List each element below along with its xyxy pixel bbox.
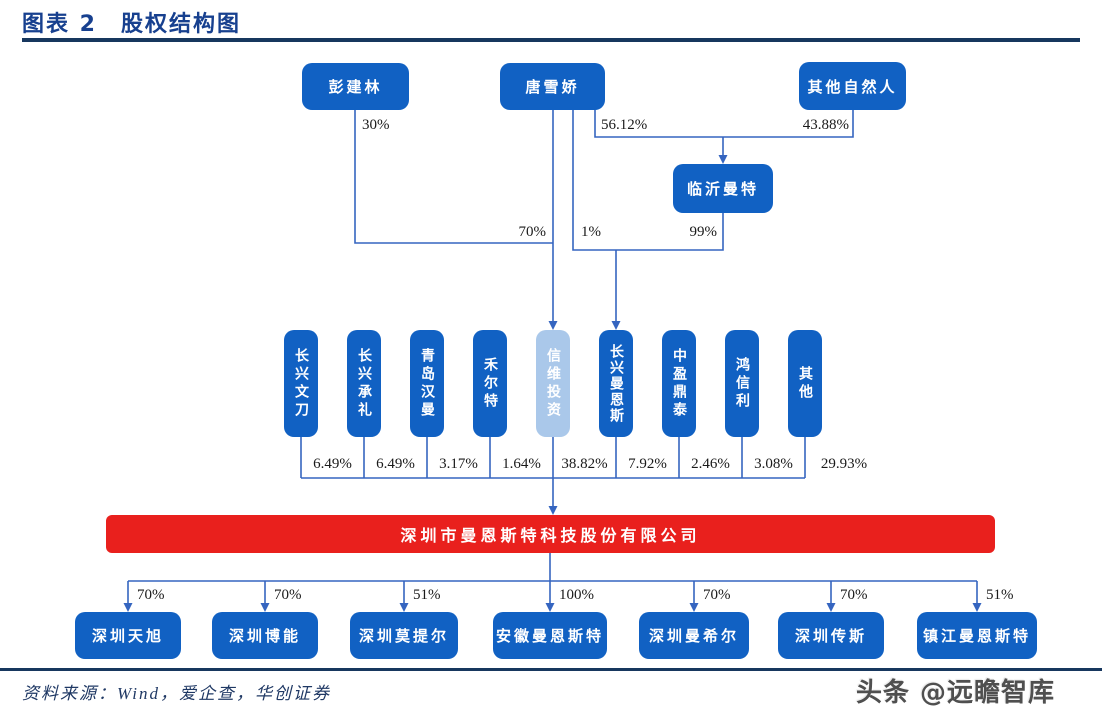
node-label: 唐雪娇 [525, 78, 580, 96]
node-shenzhen-boneng: 深圳博能 [212, 612, 318, 659]
node-company: 深圳市曼恩斯特科技股份有限公司 [106, 515, 995, 553]
node-anhui-manensite: 安徽曼恩斯特 [493, 612, 607, 659]
title-underline [22, 38, 1080, 42]
node-label: 长兴曼恩斯 [608, 343, 624, 424]
node-label: 临沂曼特 [686, 180, 759, 198]
node-label: 深圳博能 [228, 627, 301, 645]
node-shenzhen-manxier: 深圳曼希尔 [639, 612, 749, 659]
node-label: 其他自然人 [807, 77, 898, 96]
pct-changxing-manensi: 7.92% [628, 456, 667, 472]
pct-others-to-linyi: 43.88% [802, 117, 849, 133]
node-label: 禾尔特 [482, 356, 498, 411]
node-changxing-wendao: 长兴文刀 [284, 330, 318, 437]
node-qingdao-hanman: 青岛汉曼 [410, 330, 444, 437]
pct-shenzhen-motier: 51% [413, 587, 441, 603]
node-label: 中盈鼎泰 [671, 347, 687, 420]
footer-rule [0, 668, 1102, 671]
node-label: 长兴承礼 [356, 347, 372, 420]
pct-tang-to-xinwei: 70% [518, 224, 547, 240]
watermark: 头条 @远瞻智库 [856, 678, 1056, 708]
node-label: 安徽曼恩斯特 [495, 627, 604, 645]
arrowheads [123, 155, 982, 612]
pct-shenzhen-chuansi: 70% [840, 587, 868, 603]
pct-tang-to-linyi: 56.12% [601, 117, 648, 133]
pct-hongxinli: 3.08% [754, 456, 793, 472]
node-tang-xuejiao: 唐雪娇 [500, 63, 605, 110]
company-name: 深圳市曼恩斯特科技股份有限公司 [400, 526, 701, 545]
pct-linyi-to-changxing: 99% [689, 224, 718, 240]
node-xinwei-touzi: 信维投资 [536, 330, 570, 437]
pct-shenzhen-manxier: 70% [703, 587, 731, 603]
pct-changxing-chengli: 6.49% [376, 456, 415, 472]
node-peng-jianlin: 彭建林 [302, 63, 409, 110]
node-label: 深圳曼希尔 [648, 627, 739, 645]
pct-anhui-manensite: 100% [559, 587, 594, 603]
node-zhongying-dingtai: 中盈鼎泰 [662, 330, 696, 437]
pct-qingdao-hanman: 3.17% [439, 456, 478, 472]
node-label: 信维投资 [545, 347, 561, 420]
pct-tang-to-changxing: 1% [581, 224, 601, 240]
node-changxing-manensi: 长兴曼恩斯 [599, 330, 633, 437]
pct-qita: 29.93% [820, 456, 868, 472]
figure-title: 图表 2 股权结构图 [22, 12, 241, 37]
pct-shenzhen-tianxu: 70% [137, 587, 165, 603]
node-label: 深圳莫提尔 [358, 627, 449, 645]
pct-peng-to-xinwei: 30% [362, 117, 390, 133]
node-shenzhen-chuansi: 深圳传斯 [778, 612, 884, 659]
pct-zhenjiang-manensite: 51% [986, 587, 1014, 603]
pct-changxing-wendao: 6.49% [313, 456, 352, 472]
node-changxing-chengli: 长兴承礼 [347, 330, 381, 437]
node-label: 深圳天旭 [91, 627, 164, 645]
pct-xinwei-touzi: 38.82% [561, 456, 608, 472]
node-label: 彭建林 [328, 78, 383, 96]
node-label: 深圳传斯 [794, 627, 867, 645]
node-hongxinli: 鸿信利 [725, 330, 759, 437]
node-shenzhen-tianxu: 深圳天旭 [75, 612, 181, 659]
node-linyi-mante: 临沂曼特 [673, 164, 773, 213]
pct-zhongying-dingtai: 2.46% [691, 456, 730, 472]
node-label: 其他 [797, 365, 813, 402]
node-heerte: 禾尔特 [473, 330, 507, 437]
node-label: 长兴文刀 [293, 347, 309, 420]
node-qita: 其他 [788, 330, 822, 437]
node-label: 镇江曼恩斯特 [922, 627, 1031, 645]
pct-shenzhen-boneng: 70% [274, 587, 302, 603]
node-zhenjiang-manensite: 镇江曼恩斯特 [917, 612, 1037, 659]
pct-heerte: 1.64% [502, 456, 541, 472]
node-other-natural-persons: 其他自然人 [799, 62, 906, 110]
node-shenzhen-motier: 深圳莫提尔 [350, 612, 458, 659]
data-source-note: 资料来源：Wind，爱企查，华创证券 [22, 684, 331, 703]
node-label: 鸿信利 [734, 356, 750, 411]
node-label: 青岛汉曼 [419, 347, 435, 420]
